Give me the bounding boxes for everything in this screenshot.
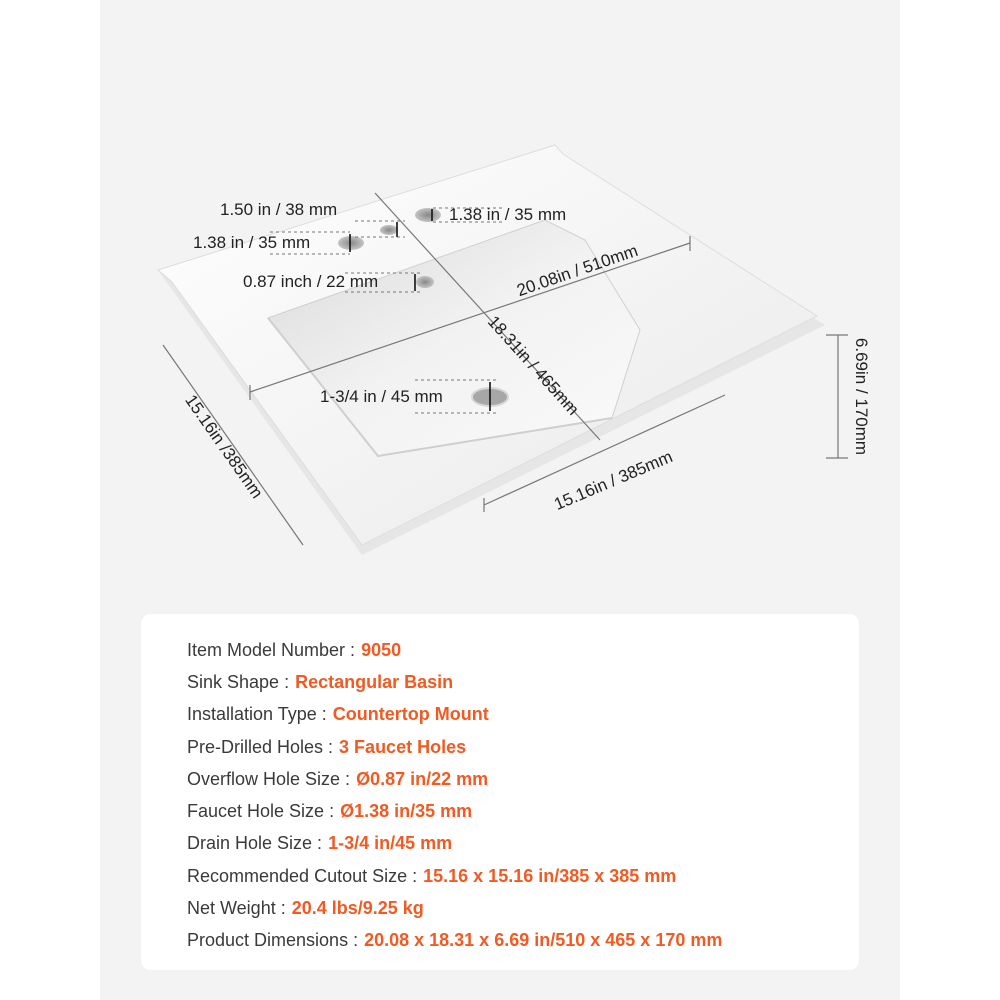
spec-value: Ø1.38 in/35 mm	[340, 801, 473, 822]
spec-row-weight: Net Weight : 20.4 lbs/9.25 kg	[187, 892, 722, 924]
faucet-hole-left	[338, 236, 364, 250]
spec-value: Countertop Mount	[332, 704, 489, 725]
overflow-hole-label: 0.87 inch / 22 mm	[243, 272, 379, 291]
specs-list: Item Model Number : 9050 Sink Shape : Re…	[187, 634, 722, 957]
spec-row-drain-hole: Drain Hole Size : 1-3/4 in/45 mm	[187, 828, 722, 860]
spec-value: 1-3/4 in/45 mm	[328, 833, 453, 854]
spec-label: Installation Type :	[187, 704, 327, 725]
spec-label: Recommended Cutout Size :	[187, 865, 418, 886]
height-label: 6.69in / 170mm	[852, 337, 872, 456]
spec-row-dimensions: Product Dimensions : 20.08 x 18.31 x 6.6…	[187, 925, 722, 957]
drain-hole-label: 1-3/4 in / 45 mm	[320, 387, 443, 406]
overflow-hole	[416, 276, 434, 288]
faucet-hole-right	[415, 208, 441, 222]
spec-value: 20.4 lbs/9.25 kg	[291, 898, 424, 919]
spec-label: Overflow Hole Size :	[187, 768, 351, 789]
faucet-spacing-label: 1.50 in / 38 mm	[220, 200, 338, 219]
sink-illustration	[156, 144, 848, 555]
spec-label: Sink Shape :	[187, 671, 290, 692]
spec-row-holes: Pre-Drilled Holes : 3 Faucet Holes	[187, 731, 722, 763]
spec-row-cutout: Recommended Cutout Size : 15.16 x 15.16 …	[187, 860, 722, 892]
faucet-hole-center	[380, 225, 398, 235]
faucet-hole-right-label: 1.38 in / 35 mm	[449, 205, 567, 224]
spec-value: 15.16 x 15.16 in/385 x 385 mm	[423, 865, 677, 886]
spec-value: 20.08 x 18.31 x 6.69 in/510 x 465 x 170 …	[364, 930, 723, 951]
spec-label: Faucet Hole Size :	[187, 801, 335, 822]
spec-label: Net Weight :	[187, 898, 286, 919]
spec-row-shape: Sink Shape : Rectangular Basin	[187, 666, 722, 698]
spec-row-installation: Installation Type : Countertop Mount	[187, 699, 722, 731]
spec-row-model: Item Model Number : 9050	[187, 634, 722, 666]
spec-value: Rectangular Basin	[295, 671, 454, 692]
spec-value: Ø0.87 in/22 mm	[356, 768, 489, 789]
spec-row-overflow: Overflow Hole Size : Ø0.87 in/22 mm	[187, 763, 722, 795]
spec-label: Pre-Drilled Holes :	[187, 736, 334, 757]
spec-value: 3 Faucet Holes	[339, 736, 467, 757]
spec-label: Drain Hole Size :	[187, 833, 323, 854]
spec-label: Product Dimensions :	[187, 930, 359, 951]
spec-row-faucet-hole: Faucet Hole Size : Ø1.38 in/35 mm	[187, 795, 722, 827]
faucet-hole-left-label: 1.38 in / 35 mm	[193, 233, 311, 252]
spec-value: 9050	[361, 639, 402, 660]
spec-label: Item Model Number :	[187, 639, 356, 660]
specs-card: Item Model Number : 9050 Sink Shape : Re…	[141, 614, 859, 970]
